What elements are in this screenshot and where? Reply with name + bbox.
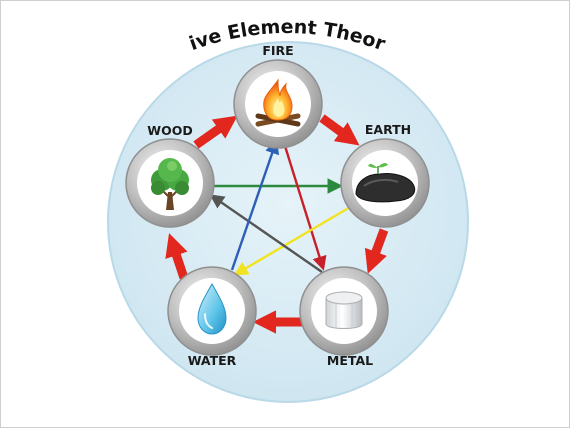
metal-node [299,266,389,356]
controlling-cycle [209,129,353,276]
wood-to-fire-arrow [193,115,238,149]
earth-label: EARTH [365,122,411,137]
fire-label: FIRE [262,43,293,58]
wood-node [125,138,215,228]
water-label: WATER [188,353,237,368]
metal-label: METAL [327,353,373,368]
coal-rock-icon [355,162,416,203]
wood-label: WOOD [147,123,192,138]
fire-to-earth-arrow [319,114,360,146]
fire-to-metal-arrow [278,129,327,271]
metal-ingot-icon [325,291,363,329]
generating-cycle [165,114,389,334]
earth-to-water-arrow [233,204,353,276]
water-node [167,266,257,356]
earth-to-metal-arrow [364,228,389,274]
water-to-wood-arrow [165,233,189,280]
tree-icon [151,158,189,210]
water-to-fire-arrow [230,139,280,271]
fire-node [233,59,323,149]
water-drop-icon [197,282,227,335]
earth-node [340,138,430,228]
campfire-icon [255,78,301,127]
metal-to-wood-arrow [209,194,323,273]
